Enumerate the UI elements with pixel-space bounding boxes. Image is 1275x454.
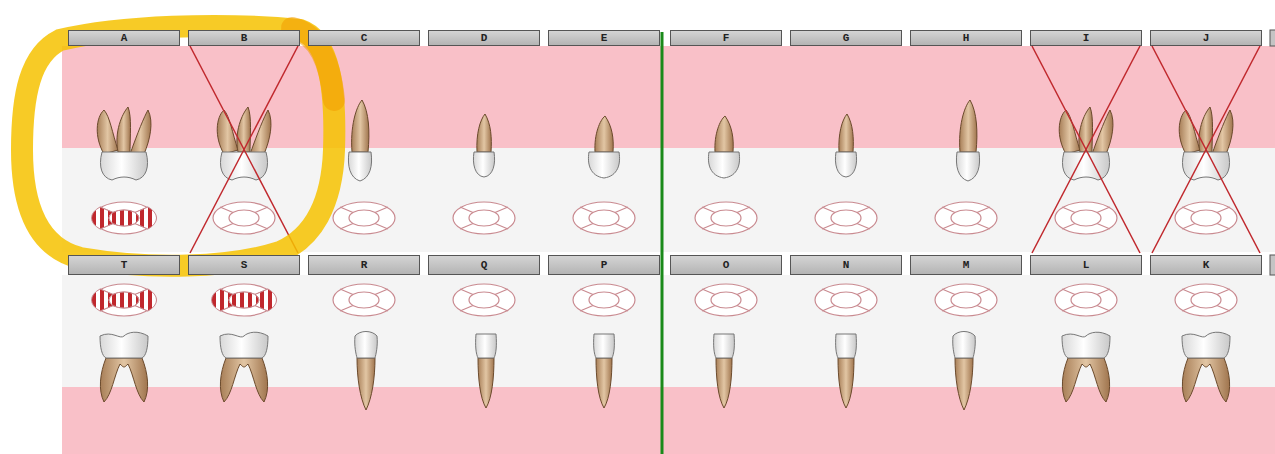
tooth-letter-tab: A <box>68 30 180 46</box>
tooth-letter: T <box>121 260 128 271</box>
tooth-letter-tab: O <box>670 255 782 275</box>
tooth-letter: O <box>723 260 730 271</box>
tooth-letter-tab: E <box>548 30 660 46</box>
tooth-letter: S <box>241 260 248 271</box>
tooth-letter: E <box>601 33 608 44</box>
tooth-letter-tab: I <box>1030 30 1142 46</box>
tooth-letter-tab: N <box>790 255 902 275</box>
tooth-letter: I <box>1083 33 1090 44</box>
tooth-letter: G <box>843 33 850 44</box>
tooth-letter-tab: S <box>188 255 300 275</box>
tooth-letter-tab: R <box>308 255 420 275</box>
tooth-letter: A <box>121 33 128 44</box>
tooth-letter: D <box>481 33 488 44</box>
tooth-letter-tab: T <box>68 255 180 275</box>
tooth-letter: F <box>723 33 730 44</box>
tooth-letter: Q <box>481 260 488 271</box>
tooth-letter: H <box>963 33 970 44</box>
tooth-letter-tab: B <box>188 30 300 46</box>
tooth-letter-tab: G <box>790 30 902 46</box>
tooth-letter-tab: H <box>910 30 1022 46</box>
tooth-letter-tab: K <box>1150 255 1262 275</box>
tooth-letter: C <box>361 33 368 44</box>
tooth-letter: M <box>963 260 970 271</box>
tooth-letter-tab: M <box>910 255 1022 275</box>
tooth-letter: R <box>361 260 368 271</box>
tooth-letter-tab: P <box>548 255 660 275</box>
tooth-letter: B <box>241 33 248 44</box>
tooth-letter: K <box>1203 260 1210 271</box>
tooth-letter-tab: J <box>1150 30 1262 46</box>
tooth-letter-tab: F <box>670 30 782 46</box>
tooth-letter-tab: D <box>428 30 540 46</box>
tooth-letter: P <box>601 260 608 271</box>
tooth-letter-tab: L <box>1030 255 1142 275</box>
tooth-letter-tab: C <box>308 30 420 46</box>
tooth-letter-tab: Q <box>428 255 540 275</box>
tooth-letter: N <box>843 260 850 271</box>
tooth-letter: L <box>1083 260 1090 271</box>
tooth-letter: J <box>1203 33 1210 44</box>
